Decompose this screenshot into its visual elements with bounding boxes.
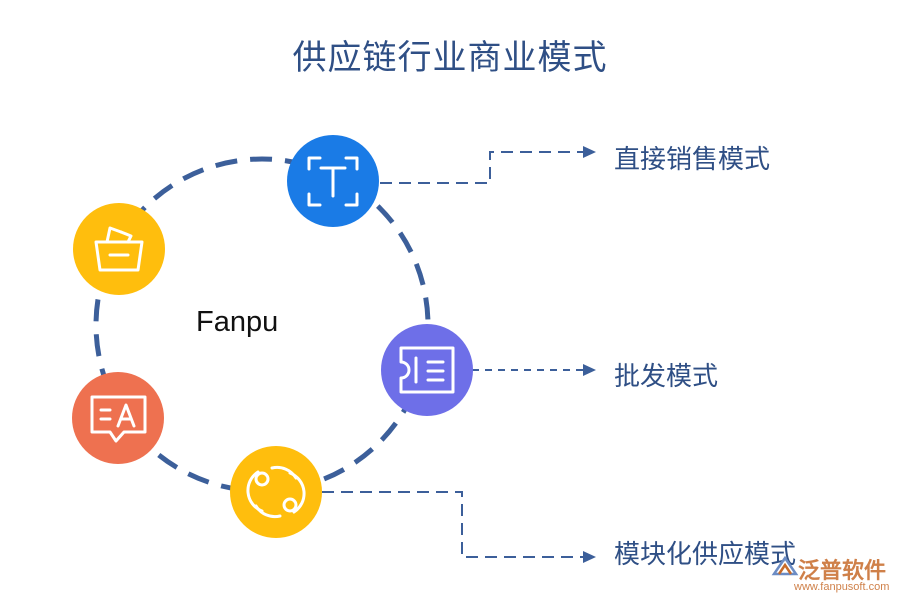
watermark-logo-icon (771, 555, 799, 576)
arrow-head-wholesale (583, 364, 596, 376)
connector-modular-supply (322, 491, 585, 558)
center-label: Fanpu (196, 306, 279, 338)
arrow-head-modular-supply (583, 551, 596, 563)
text-recognition-icon (287, 135, 379, 227)
translate-message-icon (72, 372, 164, 464)
refresh-cycle-icon (230, 446, 322, 538)
watermark-url: www.fanpusoft.com (794, 581, 890, 593)
watermark: 泛普软件 www.fanpusoft.com (770, 548, 896, 598)
mode-label-direct-sales: 直接销售模式 (614, 145, 771, 175)
ticket-list-icon (381, 324, 473, 416)
watermark-name: 泛普软件 (798, 559, 887, 584)
basket-icon (73, 203, 165, 295)
mode-label-modular-supply: 模块化供应模式 (614, 540, 797, 570)
page-title: 供应链行业商业模式 (292, 38, 608, 78)
mode-label-wholesale: 批发模式 (614, 362, 719, 392)
arrow-head-direct-sales (583, 146, 596, 158)
connector-direct-sales (380, 151, 585, 184)
